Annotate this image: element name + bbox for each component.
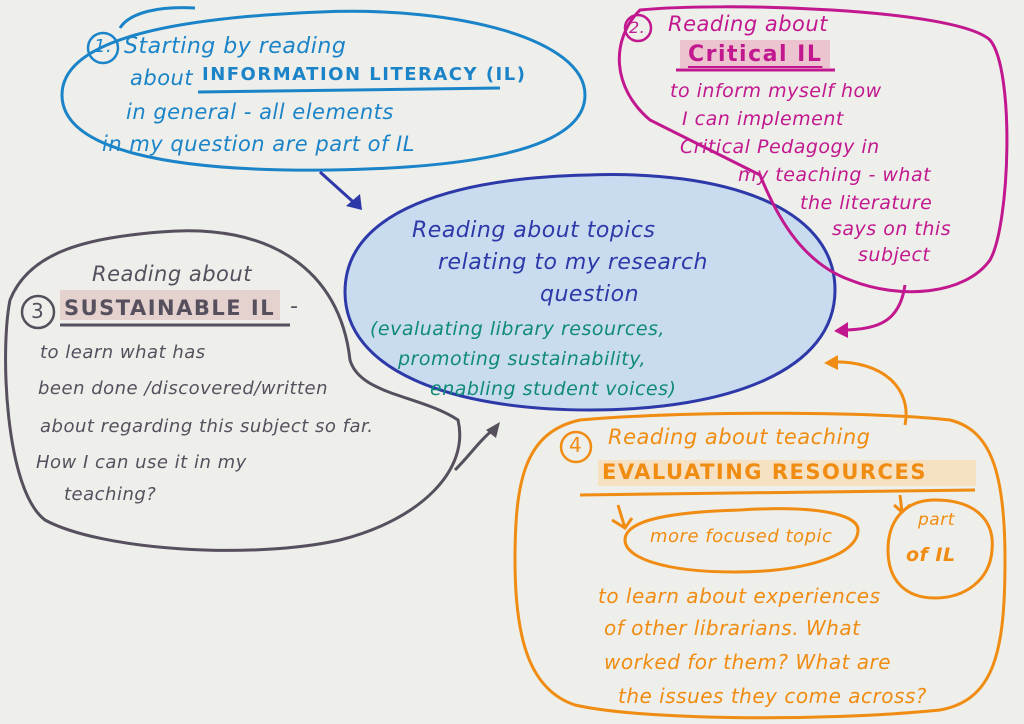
box4-term: EVALUATING RESOURCES <box>602 460 927 484</box>
evaluating-underline <box>579 488 976 497</box>
box1-number: 1. <box>94 36 113 57</box>
box3-line-2: been done /discovered/written <box>38 378 329 399</box>
box4-part-2: of IL <box>906 544 956 566</box>
center-sub-3: enabling student voices) <box>430 378 677 400</box>
box3-number: 3 <box>31 299 45 323</box>
arrow-box4-center <box>829 360 908 426</box>
box4-focus-bubble: more focused topic <box>650 526 833 547</box>
center-sub-1: (evaluating library resources, <box>370 318 665 340</box>
box2-line-3: Critical Pedagogy in <box>680 136 880 158</box>
box1-about: about <box>130 66 194 90</box>
box2-line-7: subject <box>858 244 931 266</box>
box3-line-3: about regarding this subject so far. <box>40 416 374 437</box>
box1-tail <box>118 6 196 29</box>
center-oval <box>343 173 837 412</box>
arrow-part <box>893 494 911 514</box>
box2-line-5: the literature <box>800 192 933 214</box>
box2-line-4: my teaching - what <box>738 164 932 186</box>
arrowhead-box3 <box>486 422 500 438</box>
focus-bubble <box>623 507 860 574</box>
part-bubble <box>886 498 994 600</box>
sustainable-highlight <box>60 290 280 320</box>
box4-line-4: the issues they come across? <box>618 684 927 708</box>
box1-line3: in general - all elements <box>126 100 394 124</box>
box1-line4: in my question are part of IL <box>102 132 415 156</box>
arrow-box2-center <box>841 284 907 332</box>
arrowhead-box2 <box>834 322 848 338</box>
box4-line-2: of other librarians. What <box>604 616 861 640</box>
box4-part-1: part <box>918 510 955 530</box>
box1-number-circle <box>86 31 120 65</box>
box2-line-6: says on this <box>832 218 952 240</box>
box3-line-1: to learn what has <box>40 342 206 363</box>
center-title-2: relating to my research <box>438 250 708 275</box>
box2-number-circle <box>623 13 653 43</box>
box3-line-4: How I can use it in my <box>36 452 247 473</box>
il-underline <box>197 86 501 94</box>
box2-line1: Reading about <box>668 12 828 36</box>
box3-number-circle <box>20 294 56 330</box>
box1-term: INFORMATION LITERACY (IL) <box>202 64 527 85</box>
box3-line1: Reading about <box>92 262 252 286</box>
box4-shape <box>513 411 1007 720</box>
box4-line-3: worked for them? What are <box>604 650 892 674</box>
box3-dash: - <box>290 294 299 319</box>
box2-line-2: I can implement <box>682 108 844 130</box>
center-title-3: question <box>540 282 640 307</box>
arrowhead-box4 <box>824 355 838 370</box>
box1-line1: Starting by reading <box>124 34 347 59</box>
critical-highlight <box>680 40 830 68</box>
box4-number-circle <box>559 430 593 464</box>
box2-line-1: to inform myself how <box>670 80 882 102</box>
arrowhead-box1 <box>346 194 362 210</box>
box4-line-1: to learn about experiences <box>598 584 881 608</box>
box2-number: 2. <box>629 18 646 37</box>
center-sub-2: promoting sustainability, <box>398 348 647 370</box>
box3-line-5: teaching? <box>64 484 157 505</box>
box4-line1: Reading about teaching <box>608 425 871 449</box>
center-title-1: Reading about topics <box>412 218 656 243</box>
box4-number: 4 <box>569 433 583 457</box>
arrow-focus <box>611 504 634 531</box>
box2-term: Critical IL <box>688 42 823 67</box>
box2-shape <box>617 5 1009 294</box>
box3-term: SUSTAINABLE IL <box>64 296 276 320</box>
box3-oval <box>4 229 462 552</box>
evaluating-highlight <box>598 460 976 486</box>
